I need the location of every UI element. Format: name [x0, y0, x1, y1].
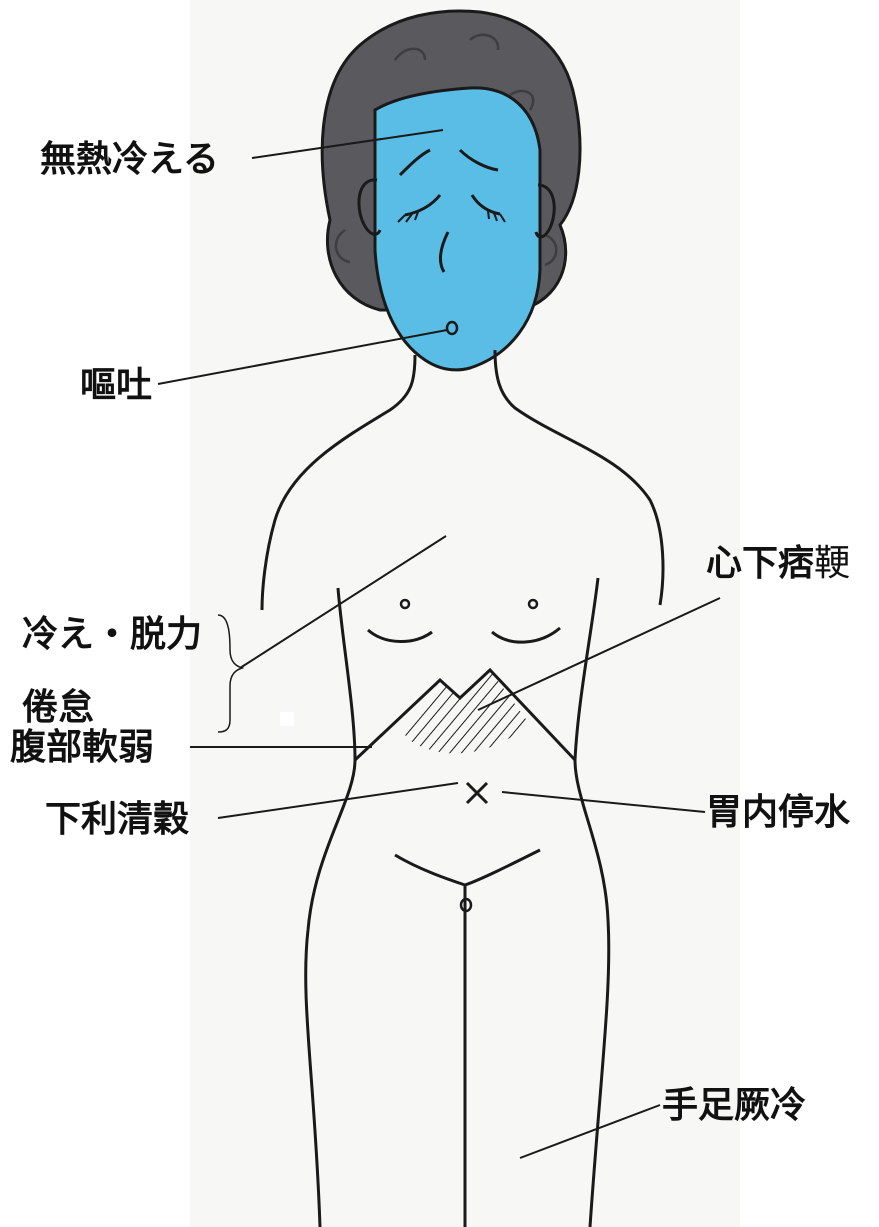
leader-lower: [218, 783, 458, 818]
leader-chest: [240, 536, 446, 668]
chest-bracket: [218, 615, 242, 732]
label-mouth: 嘔吐: [80, 366, 152, 406]
paper-dot: [280, 712, 294, 726]
leader-epigastric: [478, 598, 720, 710]
label-epigastric: 心下痞鞕: [706, 544, 850, 584]
right-breast: [492, 628, 560, 642]
label-head: 無熱冷える: [40, 140, 219, 180]
label-epigastric-bold: 心下痞: [706, 543, 814, 584]
label-lower: 下利清穀: [45, 800, 189, 840]
left-breast: [368, 630, 432, 642]
leader-mouth: [158, 330, 447, 384]
label-epigastric-thin: 鞕: [814, 543, 850, 584]
label-chest-line1: 冷え・脱力: [22, 615, 202, 655]
torso-left: [306, 588, 355, 1227]
label-stomach: 胃内停水: [706, 793, 850, 833]
neck-right: [495, 350, 663, 605]
label-abdomen: 腹部軟弱: [10, 728, 154, 768]
label-limbs: 手足厥冷: [662, 1086, 806, 1126]
left-nipple: [401, 600, 409, 608]
stomach-x-mark: [467, 783, 487, 803]
hatched-region: [405, 670, 528, 753]
right-nipple: [529, 600, 537, 608]
groin: [395, 850, 540, 885]
leader-limbs: [520, 1105, 660, 1158]
label-chest-line2: 倦怠: [22, 688, 94, 728]
torso-right: [575, 578, 609, 1227]
leader-stomach: [502, 792, 705, 812]
